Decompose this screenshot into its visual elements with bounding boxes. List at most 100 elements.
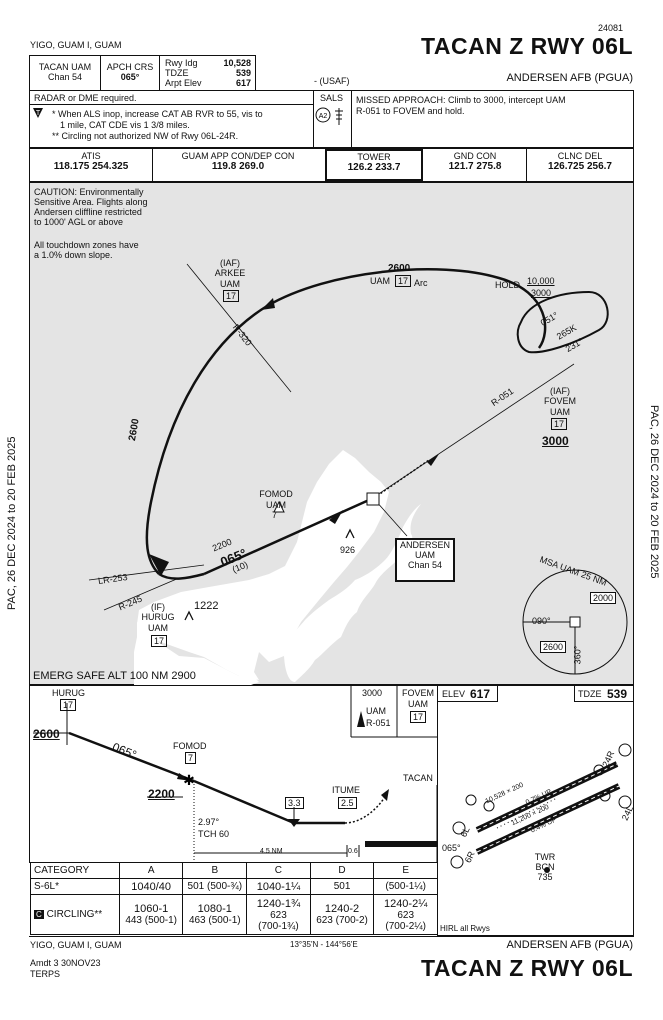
comm-clearance-freq: 126.725 256.7	[548, 161, 612, 172]
radial-320	[186, 263, 292, 393]
arc-dme: 17	[395, 275, 412, 287]
comm-clearance: CLNC DEL 126.725 256.7	[527, 151, 633, 172]
fomod-dme: 7	[272, 510, 278, 520]
sals-lighting-icon: A2	[315, 107, 343, 125]
footer-rule	[29, 936, 634, 937]
cat-b: B	[182, 862, 248, 879]
profile-nm-06: 0.6	[348, 848, 358, 855]
fovem-alt: 3000	[542, 434, 569, 448]
dme-arc	[266, 268, 547, 349]
tdze-box: TDZE 539	[574, 685, 634, 702]
rwy-info-box: Rwy Idg 10,528 TDZE 539 Arpt Elev 617	[159, 55, 256, 91]
footer-terps: TERPS	[30, 969, 61, 979]
hold-alt-top: 10,000	[527, 276, 555, 286]
profile-alt-2200: 2200	[148, 787, 175, 801]
svg-text:T: T	[36, 110, 41, 117]
tacan-name: ANDERSEN	[399, 540, 450, 550]
tdze-box-label: TDZE	[578, 689, 602, 699]
circ-b-2: 463 (500-1)	[188, 915, 241, 926]
svg-text:A2: A2	[319, 113, 328, 120]
comm-atis: ATIS 118.175 254.325	[30, 151, 152, 172]
circ-d-2: 623 (700-2)	[316, 915, 368, 926]
circling-icon: C	[34, 910, 44, 919]
caution-1: CAUTION: Environmentally	[34, 187, 144, 197]
nav-chan: Chan 54	[47, 72, 83, 82]
comm-atis-label: ATIS	[81, 151, 101, 161]
profile-hurug: HURUG	[52, 688, 85, 698]
hold-label: HOLD	[495, 280, 521, 290]
if-2: HURUG	[141, 612, 175, 622]
footer-coords: 13°35'N - 144°56'E	[290, 940, 358, 949]
circ-a-2: 443 (500-1)	[125, 915, 178, 926]
comm-ground: GND CON 121.7 275.8	[425, 151, 525, 172]
footer-airport: ANDERSEN AFB (PGUA)	[506, 939, 633, 951]
caution-2: Sensitive Area. Flights along	[34, 197, 148, 207]
footer-amdt: Amdt 3 30NOV23	[30, 958, 101, 968]
comm-approach-freq: 119.8 269.0	[211, 161, 265, 172]
notes-hline	[29, 104, 313, 105]
header-airport: ANDERSEN AFB (PGUA)	[506, 72, 633, 84]
if-3: UAM	[148, 623, 168, 633]
notes-divider-1	[313, 90, 314, 148]
arpt-elev: 617	[235, 78, 251, 88]
circ-b-1: 1080-1	[197, 903, 232, 915]
obstacle-1222: 1222	[194, 600, 219, 612]
s6l-e: (500-1¼)	[373, 878, 438, 895]
plan-view-graphics	[88, 263, 628, 685]
arc-suffix: Arc	[414, 278, 428, 288]
category-label: CATEGORY	[30, 862, 120, 879]
profile-itume: ITUME	[332, 785, 360, 795]
emerg-safe-alt: EMERG SAFE ALT 100 NM 2900	[33, 670, 196, 682]
ma-uam: UAM	[366, 706, 386, 716]
fovem-3: UAM	[550, 407, 570, 417]
svg-text:✱: ✱	[183, 772, 195, 788]
circ-c-1: 1240-1¾	[256, 897, 301, 910]
profile-fomod-dme: 7	[185, 752, 197, 764]
caution-3: Andersen cliffline restricted	[34, 207, 142, 217]
circling-label: CIRCLING**	[46, 909, 103, 920]
apch-crs: 065°	[120, 72, 140, 82]
arc-uam: UAM	[370, 276, 390, 286]
s6l-cd: 1040-1¼	[246, 878, 311, 895]
comm-approach: GUAM APP CON/DEP CON 119.8 269.0	[153, 151, 323, 172]
profile-alt-2600: 2600	[33, 727, 60, 741]
note-triangle-icon: T	[33, 108, 43, 118]
ma-fovem-dme: 17	[410, 711, 427, 723]
tacan-box: ANDERSEN UAM Chan 54	[395, 538, 455, 582]
iaf-arkee-2: ARKEE	[214, 268, 246, 278]
notes-box	[29, 90, 634, 148]
profile-graphics: ✱	[33, 685, 438, 863]
notes-divider-2	[351, 90, 352, 148]
cat-e: E	[373, 862, 438, 879]
circ-a-1: 1060-1	[134, 903, 169, 915]
header-location: YIGO, GUAM I, GUAM	[30, 40, 122, 50]
page-title: TACAN Z RWY 06L	[421, 33, 633, 59]
msa-360: 360°	[572, 645, 583, 665]
elev-label: ELEV	[442, 689, 466, 699]
circ-d-1: 1240-2	[324, 903, 360, 915]
profile-fomod: FOMOD	[173, 741, 207, 751]
cat-d: D	[309, 862, 375, 879]
msa-090: 090°	[532, 616, 551, 626]
ma-alt: 3000	[362, 688, 383, 698]
tdz-note-1: All touchdown zones have	[34, 240, 139, 250]
tdze: 539	[235, 68, 251, 78]
tacan-ident: UAM	[415, 550, 435, 560]
chart-id: 24081	[598, 23, 624, 33]
if-dme: 17	[151, 635, 168, 647]
comm-ground-freq: 121.7 275.8	[448, 161, 502, 172]
comm-divider	[526, 148, 527, 182]
msa-alt-n: 2000	[590, 592, 617, 604]
hirl-note: HIRL all Rwys	[440, 924, 490, 933]
profile-dist-25: 2.5	[338, 797, 357, 809]
twr-2: BCN	[535, 862, 555, 872]
tdze-box-value: 539	[607, 687, 628, 701]
profile-dist-33: 3.3	[285, 797, 304, 809]
tdze-label: TDZE	[165, 68, 189, 78]
s6l-ab: 1040/40	[118, 878, 184, 895]
fomod-1: FOMOD	[259, 489, 293, 499]
